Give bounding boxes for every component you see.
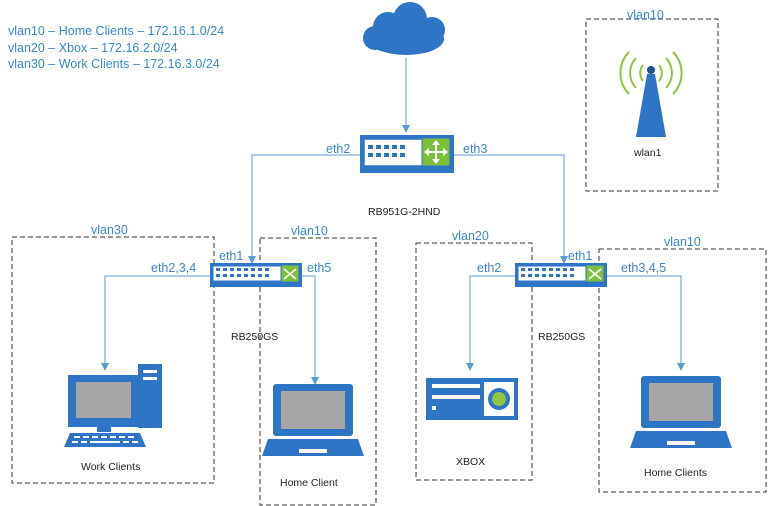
zone-left-vlan10 — [259, 237, 377, 506]
vlan-legend-line-1: vlan10 – Home Clients – 172.16.1.0/24 — [8, 24, 225, 38]
switch-right-uplink-label: eth1 — [568, 249, 592, 263]
router-name-label: RB951G-2HND — [368, 206, 441, 218]
cloud-icon — [363, 2, 445, 55]
zone-left-vlan30 — [11, 236, 215, 484]
switch-right-name-label: RB250GS — [538, 331, 585, 343]
zone-right-b-vlan-label: vlan10 — [664, 235, 701, 249]
laptop-right-icon — [630, 376, 732, 448]
vlan-legend: vlan10 – Home Clients – 172.16.1.0/24 vl… — [8, 23, 224, 73]
vlan-legend-line-2: vlan20 – Xbox – 172.16.2.0/24 — [8, 40, 178, 55]
link-switch-right-xbox — [469, 275, 521, 370]
wlan-label: wlan1 — [633, 147, 662, 159]
switch-left-uplink-label: eth1 — [219, 249, 243, 263]
links — [104, 58, 682, 384]
home-clients-label: Home Clients — [644, 467, 707, 479]
switch-right-icon — [515, 263, 607, 287]
switch-left-name-label: RB250GS — [231, 331, 278, 343]
vlan-legend-line-3: vlan30 – Work Clients – 172.16.3.0/24 — [8, 57, 220, 71]
switch-right-port-b-label: eth3,4,5 — [621, 261, 666, 275]
switch-right-port-a-label: eth2 — [477, 261, 501, 275]
link-switch-right-home — [604, 275, 682, 370]
zone-left-a-vlan-label: vlan30 — [91, 223, 128, 237]
xbox-label: XBOX — [456, 456, 485, 468]
zone-right-a-vlan-label: vlan20 — [452, 229, 489, 243]
switch-left-port-b-label: eth5 — [307, 261, 331, 275]
work-clients-label: Work Clients — [81, 461, 140, 473]
zone-right-vlan10 — [598, 248, 767, 493]
desktop-computer-icon — [64, 364, 162, 447]
link-switch-left-work — [104, 275, 210, 370]
link-arrowheads — [101, 125, 685, 385]
zone-left-b-vlan-label: vlan10 — [291, 224, 328, 238]
router-port-left-label: eth2 — [326, 142, 350, 156]
link-switch-left-home — [300, 275, 316, 384]
link-router-switch-left — [251, 154, 360, 263]
home-client-label: Home Client — [280, 477, 338, 489]
link-router-switch-right — [454, 154, 565, 263]
laptop-left-icon — [262, 384, 364, 456]
switch-left-icon — [210, 263, 302, 287]
switch-left-port-a-label: eth2,3,4 — [151, 261, 196, 275]
zone-right-vlan20 — [415, 242, 533, 481]
zone-wlan-vlan10 — [585, 18, 719, 192]
zone-wlan-vlan-label: vlan10 — [627, 8, 664, 22]
wireless-antenna-icon — [619, 51, 683, 137]
game-console-icon — [426, 378, 518, 420]
router-port-right-label: eth3 — [463, 142, 487, 156]
router-icon — [360, 135, 454, 173]
